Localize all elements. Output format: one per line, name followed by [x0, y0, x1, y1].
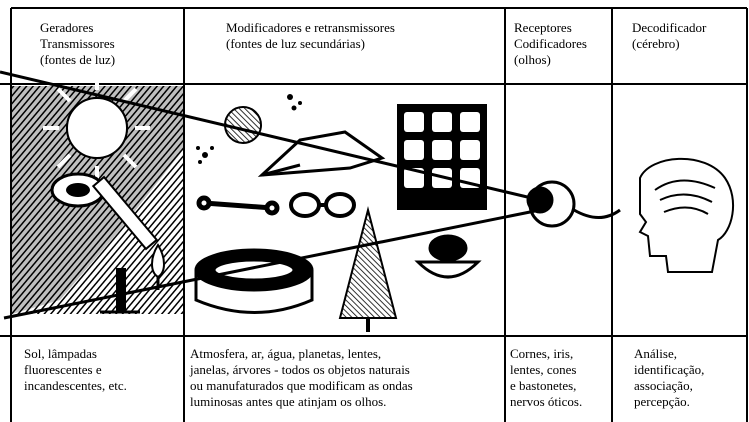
moon-icon — [224, 106, 262, 144]
header-modifiers: Modificadores e retransmissores (fontes … — [226, 20, 395, 51]
house-icon — [257, 130, 386, 177]
table-frame — [0, 7, 748, 422]
caption-decoder: Análise, identificação, associação, perc… — [634, 346, 705, 409]
eye-icon — [526, 180, 621, 228]
window-icon — [397, 104, 487, 210]
light-rays — [0, 70, 541, 320]
fluorescent-lamp-icon — [91, 175, 159, 251]
bone-icon — [196, 195, 280, 216]
tree-icon — [338, 206, 398, 332]
stars-icon — [196, 94, 302, 164]
caption-receptors: Cornes, iris, lentes, cones e bastonetes… — [510, 346, 583, 409]
sun-icon — [43, 74, 150, 182]
bowl-icon — [414, 234, 482, 279]
head-icon — [638, 157, 734, 273]
header-receptors: Receptores Codificadores (olhos) — [514, 20, 587, 67]
header-generators: Geradores Transmissores (fontes de luz) — [40, 20, 116, 67]
glasses-icon — [289, 192, 356, 218]
header-decoder: Decodificador (cérebro) — [632, 20, 707, 51]
caption-modifiers: Atmosfera, ar, água, planetas, lentes, j… — [190, 346, 413, 409]
candle-icon — [100, 268, 140, 314]
caption-generators: Sol, lâmpadas fluorescentes e incandesce… — [24, 346, 127, 393]
